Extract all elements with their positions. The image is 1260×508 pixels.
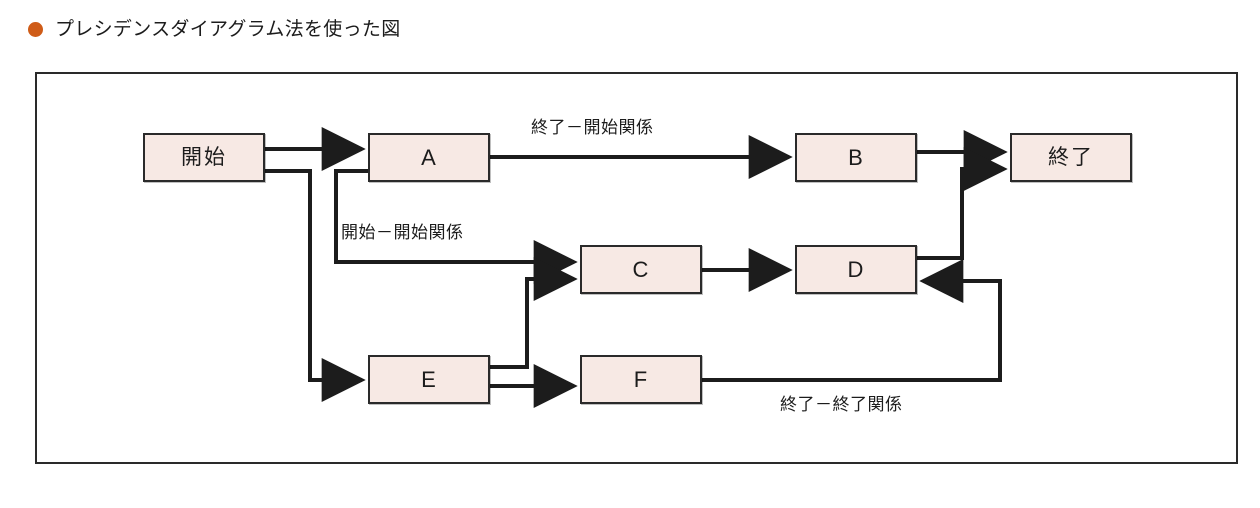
node-label: F <box>633 366 649 392</box>
node-end[interactable]: 終了 <box>1010 133 1132 182</box>
node-b[interactable]: B <box>795 133 917 182</box>
node-d[interactable]: D <box>795 245 917 294</box>
node-e[interactable]: E <box>368 355 490 404</box>
node-label: E <box>421 366 437 392</box>
node-label: B <box>848 144 864 170</box>
node-label: A <box>421 144 437 170</box>
node-start[interactable]: 開始 <box>143 133 265 182</box>
bullet-icon <box>28 21 43 37</box>
node-a[interactable]: A <box>368 133 490 182</box>
node-label: 終了 <box>1048 146 1094 169</box>
node-label: 開始 <box>181 146 227 169</box>
page-title: プレシデンスダイアグラム法を使った図 <box>55 18 401 40</box>
edge-label-finish-to-finish: 終了－終了関係 <box>780 395 903 414</box>
edge-label-start-to-start: 開始－開始関係 <box>341 223 464 242</box>
node-label: C <box>632 256 650 282</box>
node-f[interactable]: F <box>580 355 702 404</box>
node-label: D <box>847 256 865 282</box>
edge-label-finish-to-start: 終了－開始関係 <box>531 118 654 137</box>
node-c[interactable]: C <box>580 245 702 294</box>
section-heading: プレシデンスダイアグラム法を使った図 <box>28 14 401 44</box>
